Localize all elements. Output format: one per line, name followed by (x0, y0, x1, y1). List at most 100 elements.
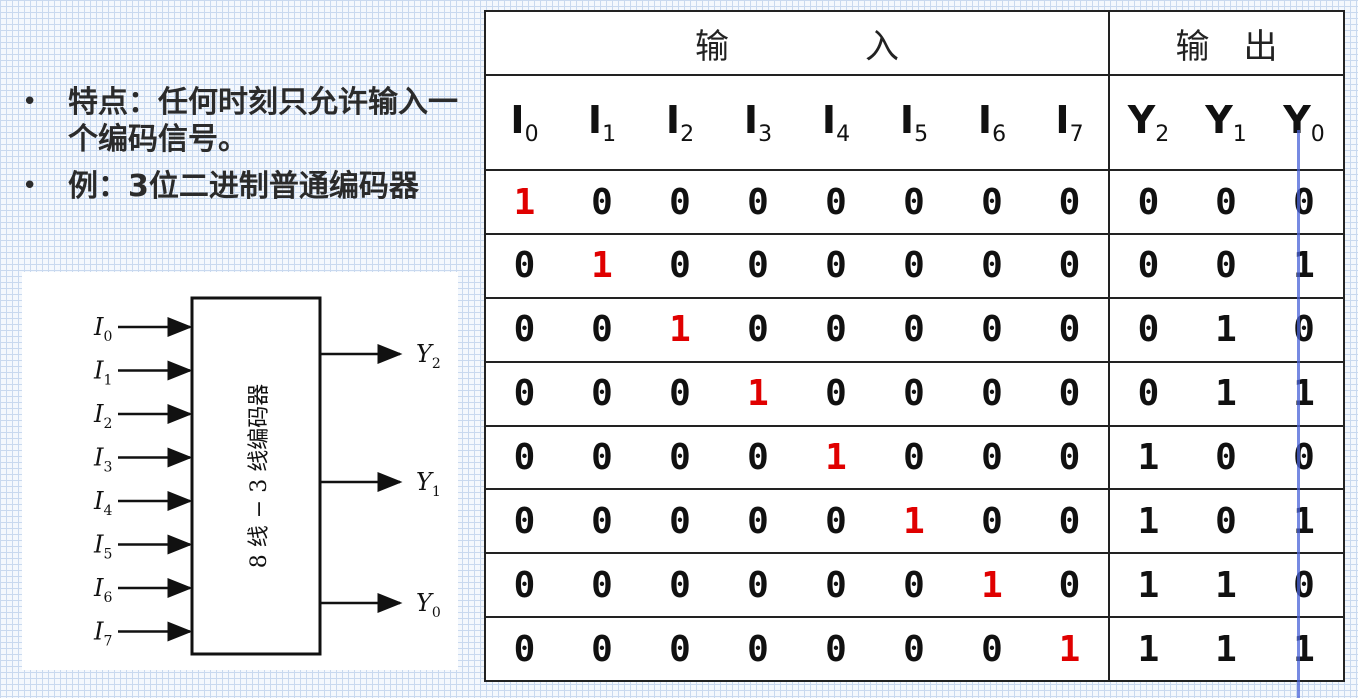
input-cell: 1 (563, 233, 641, 299)
input-cell: 0 (953, 424, 1031, 491)
column-header-i5: I5 (875, 73, 953, 172)
input-cell: 0 (563, 169, 641, 236)
input-cell: 0 (563, 616, 641, 682)
input-label-i3: I3 (93, 444, 112, 476)
input-label-name: I (93, 487, 104, 515)
column-header-name: I (743, 98, 759, 143)
input-cell: 0 (797, 233, 875, 299)
input-cell: 0 (719, 488, 797, 555)
column-header-i7: I7 (1031, 73, 1109, 172)
input-cell: 0 (719, 552, 797, 619)
input-cell: 0 (1031, 488, 1109, 555)
column-header-i6: I6 (953, 73, 1031, 172)
input-cell: 0 (797, 616, 875, 682)
output-cell: 1 (1265, 488, 1346, 555)
output-cell: 0 (1187, 169, 1265, 236)
output-cell: 0 (1108, 296, 1187, 363)
output-group-header: 输 出 (1107, 10, 1346, 76)
input-cell: 0 (563, 488, 641, 555)
input-cell: 0 (953, 233, 1031, 299)
input-label-i5: I5 (93, 531, 112, 563)
input-cell: 0 (953, 488, 1031, 555)
output-cell: 0 (1108, 169, 1187, 236)
input-cell: 0 (719, 233, 797, 299)
input-cell: 0 (719, 424, 797, 491)
column-header-name: I (899, 98, 915, 143)
output-label-name: Y (416, 589, 434, 617)
input-label-subscript: 6 (103, 590, 112, 606)
output-label-y2: Y2 (416, 340, 441, 372)
input-cell: 0 (641, 360, 719, 427)
input-cell: 0 (953, 360, 1031, 427)
output-label-y1: Y1 (416, 468, 441, 500)
bullet-list: • 特点：任何时刻只允许输入一个编码信号。 • 例：3位二进制普通编码器 (20, 84, 460, 215)
input-cell: 0 (1031, 233, 1109, 299)
column-header-name: I (587, 98, 603, 143)
column-header-i4: I4 (797, 73, 875, 172)
input-cell: 1 (719, 360, 797, 427)
input-group-header: 输 入 (484, 10, 1110, 76)
encoder-block-label: 8 线 − 3 线编码器 (247, 384, 272, 568)
input-label-subscript: 3 (103, 460, 112, 476)
cursor-guide-line (1297, 130, 1300, 698)
output-label-subscript: 0 (432, 605, 441, 621)
bullet-example: • 例：3位二进制普通编码器 (20, 168, 460, 205)
input-cell: 0 (719, 616, 797, 682)
output-label-name: Y (416, 340, 434, 368)
column-header-subscript: 0 (524, 122, 539, 148)
input-label-i6: I6 (93, 574, 112, 606)
input-cell: 0 (797, 552, 875, 619)
output-cell: 0 (1108, 360, 1187, 427)
input-cell: 0 (797, 296, 875, 363)
input-cell: 0 (641, 424, 719, 491)
input-cell: 0 (484, 552, 563, 619)
output-cell: 0 (1187, 488, 1265, 555)
input-label-name: I (93, 357, 104, 385)
column-header-i3: I3 (719, 73, 797, 172)
input-cell: 1 (875, 488, 953, 555)
input-label-i1: I1 (93, 357, 112, 389)
input-label-i7: I7 (93, 618, 112, 650)
input-label-name: I (93, 574, 104, 602)
input-label-i4: I4 (93, 487, 112, 519)
output-label-y0: Y0 (416, 589, 441, 621)
bullet-dot: • (22, 171, 38, 201)
output-label-subscript: 1 (432, 484, 441, 500)
input-cell: 0 (563, 296, 641, 363)
input-cell: 1 (484, 169, 563, 236)
bullet-dot: • (22, 87, 38, 117)
input-cell: 0 (875, 616, 953, 682)
output-cell: 1 (1108, 552, 1187, 619)
input-cell: 0 (484, 296, 563, 363)
input-label-subscript: 1 (103, 373, 112, 389)
input-cell: 0 (641, 169, 719, 236)
output-cell: 1 (1187, 296, 1265, 363)
bullet-text: 例：3位二进制普通编码器 (68, 169, 419, 204)
input-cell: 0 (484, 616, 563, 682)
column-header-i2: I2 (641, 73, 719, 172)
input-cell: 0 (719, 169, 797, 236)
output-cell: 1 (1265, 360, 1346, 427)
column-header-y0: Y0 (1265, 73, 1346, 172)
input-label-subscript: 0 (103, 329, 112, 345)
column-header-y1: Y1 (1187, 73, 1265, 172)
input-label-name: I (93, 444, 104, 472)
input-label-i0: I0 (93, 313, 112, 345)
output-cell: 0 (1265, 169, 1346, 236)
input-cell: 0 (797, 360, 875, 427)
column-header-name: I (510, 98, 525, 143)
input-cell: 1 (797, 424, 875, 491)
input-cell: 0 (797, 169, 875, 236)
input-cell: 0 (875, 296, 953, 363)
column-header-subscript: 4 (836, 122, 851, 148)
column-header-y2: Y2 (1108, 73, 1187, 172)
